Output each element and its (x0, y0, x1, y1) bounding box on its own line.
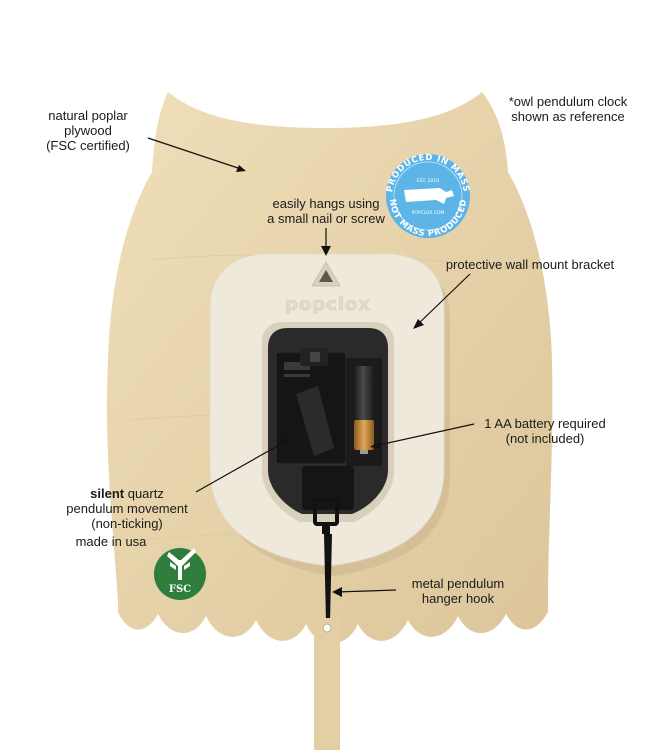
badge-est-text: EST. 2010 (417, 178, 439, 184)
reference-note: *owl pendulum clock shown as reference (508, 94, 628, 124)
bracket-logo: popclox (285, 294, 371, 315)
callout-lines (147, 137, 246, 172)
battery-label: 1 AA battery required (not included) (484, 416, 606, 446)
silent-word: silent (90, 486, 125, 501)
badge-url-text: POPCLOX.COM (412, 210, 445, 216)
callout-arrows (195, 228, 475, 597)
hangs-label: easily hangs using a small nail or screw (267, 196, 385, 226)
movement-label: silent quartz pendulum movement (non-tic… (66, 486, 188, 531)
bracket-label: protective wall mount bracket (445, 257, 615, 272)
fsc-logo: FSC (154, 548, 206, 600)
massachusetts-icon (404, 188, 454, 204)
aa-battery (354, 366, 374, 454)
made-in-usa-label: made in usa (75, 534, 147, 549)
pendulum-rod (314, 618, 340, 750)
fsc-logo-text: FSC (169, 584, 191, 595)
plywood-label: natural poplar plywood (FSC certified) (46, 108, 130, 153)
hook-label: metal pendulum hanger hook (411, 576, 505, 606)
quartz-word: quartz (124, 486, 164, 501)
